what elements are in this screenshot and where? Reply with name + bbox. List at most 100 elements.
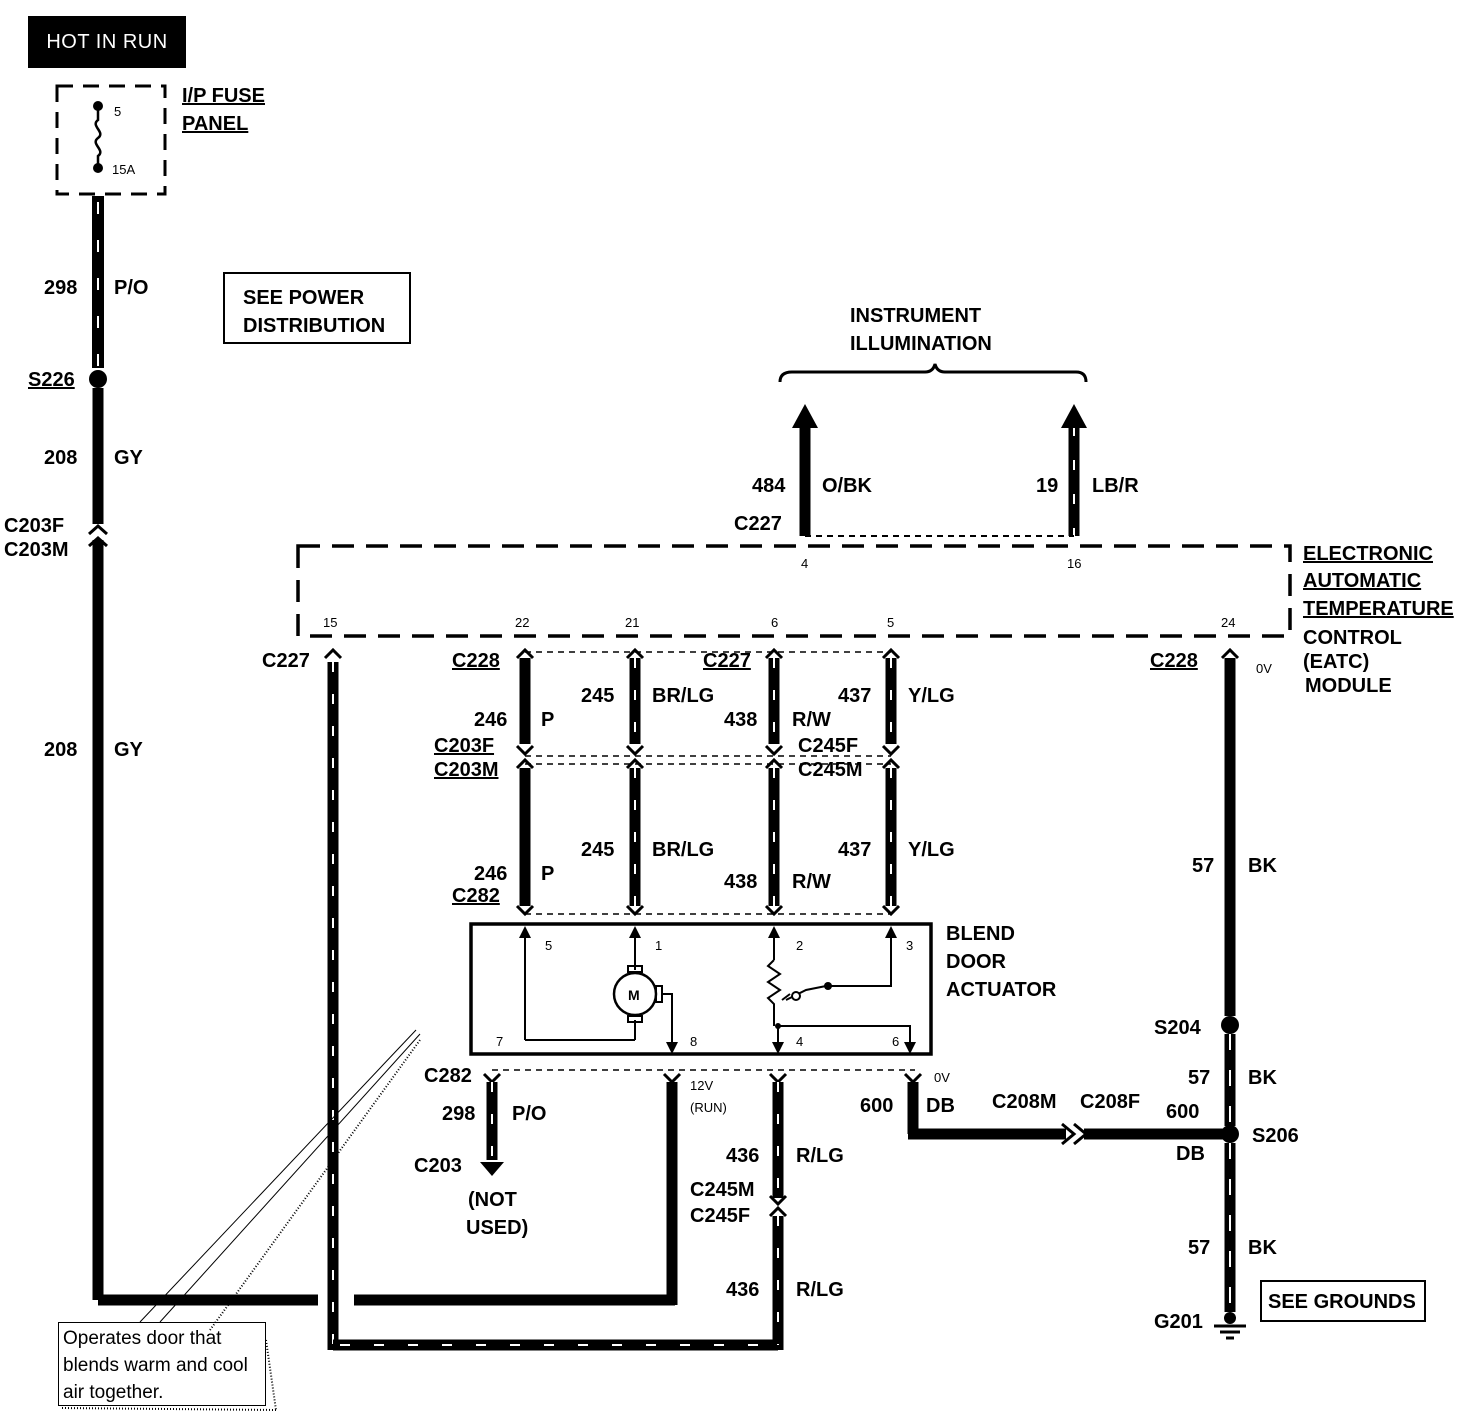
wire-436-num-upper: 436 — [726, 1145, 759, 1167]
wire-438-color-lower: R/W — [792, 871, 831, 893]
see-power-line1: SEE POWER — [243, 287, 365, 309]
splice-s204: S204 — [1154, 1017, 1202, 1039]
actuator-pin-4: 4 — [796, 1034, 803, 1049]
wire-57-num-mid: 57 — [1188, 1067, 1210, 1089]
actuator-label-2: DOOR — [946, 951, 1007, 973]
module-label-3: TEMPERATURE — [1303, 598, 1454, 620]
not-used-2: USED) — [466, 1217, 528, 1239]
see-power-distribution-note: SEE POWER DISTRIBUTION — [223, 272, 411, 344]
module-pin-16: 16 — [1067, 556, 1081, 571]
splice-s206: S206 — [1252, 1125, 1299, 1147]
splice-s226: S226 — [28, 369, 75, 391]
bottom-harness: C282 298 P/O C203 (NOT USED) 12V (RUN) 4… — [414, 1065, 1228, 1350]
zero-volt-bottom: 0V — [934, 1070, 950, 1085]
connector-c227-left: C227 — [262, 650, 310, 672]
wire-298-num-bottom: 298 — [442, 1103, 475, 1125]
wire-298-color: P/O — [114, 277, 148, 299]
connector-c208m: C208M — [992, 1091, 1056, 1113]
lower-harness: 246 P C282 245 BR/LG 438 R/W 437 Y/LG — [452, 768, 955, 917]
volt-run: (RUN) — [690, 1100, 727, 1115]
wire-245-num-upper: 245 — [581, 685, 614, 707]
fuse-panel-label-2: PANEL — [182, 113, 248, 135]
callout-note: Operates door that blends warm and cool … — [58, 1322, 266, 1406]
see-power-line2: DISTRIBUTION — [243, 315, 386, 337]
actuator-pin-5: 5 — [545, 938, 552, 953]
volt-12v: 12V — [690, 1078, 713, 1093]
connector-c203-bottom: C203 — [414, 1155, 462, 1177]
wire-298-num: 298 — [44, 277, 77, 299]
wire-437-num-lower: 437 — [838, 839, 871, 861]
wire-437-color-lower: Y/LG — [908, 839, 955, 861]
wire-c227-pin15 — [323, 647, 778, 1351]
wire-436-num-lower: 436 — [726, 1279, 759, 1301]
wire-19-num: 19 — [1036, 475, 1058, 497]
wire-208-num-lower: 208 — [44, 739, 77, 761]
wire-19-color: LB/R — [1092, 475, 1139, 497]
wire-245-num-lower: 245 — [581, 839, 614, 861]
wire-208-color: GY — [114, 447, 144, 469]
module-connector-labels: C227 C228 C227 C228 0V — [262, 650, 1272, 676]
connector-c245m-mid: C245M — [798, 759, 862, 781]
wire-246-num-upper: 246 — [474, 709, 507, 731]
see-grounds-note: SEE GROUNDS — [1260, 1280, 1426, 1322]
wire-484-color: O/BK — [822, 475, 873, 497]
actuator-label-3: ACTUATOR — [946, 979, 1057, 1001]
wire-245-color-lower: BR/LG — [652, 839, 714, 861]
wire-298-color-bottom: P/O — [512, 1103, 546, 1125]
wire-436-color-lower: R/LG — [796, 1279, 844, 1301]
motor-symbol: M — [628, 987, 640, 1003]
wire-57-color-bottom: BK — [1248, 1237, 1277, 1259]
zero-volt-top: 0V — [1256, 661, 1272, 676]
connector-c282-top: C282 — [452, 885, 500, 907]
wire-438-color-upper: R/W — [792, 709, 831, 731]
illum-label-1: INSTRUMENT — [850, 305, 981, 327]
wire-246-num-lower: 246 — [474, 863, 507, 885]
wire-57-num-bottom: 57 — [1188, 1237, 1210, 1259]
wire-57-color-top: BK — [1248, 855, 1277, 877]
connector-c227-illum: C227 — [734, 513, 782, 535]
actuator-pin-1: 1 — [655, 938, 662, 953]
wire-436-color-upper: R/LG — [796, 1145, 844, 1167]
connector-c203f-mid: C203F — [434, 735, 494, 757]
hot-in-run-label: HOT IN RUN — [28, 16, 186, 68]
wire-484-num: 484 — [752, 475, 786, 497]
connector-c203m-mid: C203M — [434, 759, 498, 781]
callout-leaders — [61, 1029, 421, 1411]
connector-c228-mid: C228 — [452, 650, 500, 672]
instrument-illumination: INSTRUMENT ILLUMINATION 484 O/BK C227 19… — [734, 305, 1139, 537]
actuator-pin-8: 8 — [690, 1034, 697, 1049]
wire-600-num-right: 600 — [1166, 1101, 1199, 1123]
connector-c208f: C208F — [1080, 1091, 1140, 1113]
wire-437-num-upper: 437 — [838, 685, 871, 707]
connector-c245f-bottom: C245F — [690, 1205, 750, 1227]
connector-c245m-bottom: C245M — [690, 1179, 754, 1201]
wire-438-num-lower: 438 — [724, 871, 757, 893]
module-pin-15: 15 — [323, 615, 337, 630]
module-pin-21: 21 — [625, 615, 639, 630]
wire-245-color-upper: BR/LG — [652, 685, 714, 707]
blend-door-actuator: M 5 1 2 3 7 8 4 6 BLEND DOOR ACTUATOR — [469, 922, 1057, 1056]
module-pin-6: 6 — [771, 615, 778, 630]
actuator-pin-3: 3 — [906, 938, 913, 953]
eatc-module: 4 16 15 22 21 6 5 24 ELECTRONIC AUTOMATI… — [296, 543, 1454, 697]
connector-c228-right: C228 — [1150, 650, 1198, 672]
connector-c282-bottom: C282 — [424, 1065, 472, 1087]
wire-600-color-right: DB — [1176, 1143, 1205, 1165]
module-pin-24: 24 — [1221, 615, 1235, 630]
module-label-5: (EATC) — [1303, 651, 1369, 673]
see-grounds-text: SEE GROUNDS — [1268, 1291, 1416, 1313]
module-pin-5: 5 — [887, 615, 894, 630]
connector-c203m-left: C203M — [4, 539, 68, 561]
wire-600-num: 600 — [860, 1095, 893, 1117]
wire-208-color-lower: GY — [114, 739, 144, 761]
right-ground-circuit: 57 BK S204 57 BK S206 57 BK G201 — [1154, 647, 1299, 1340]
wire-600-color: DB — [926, 1095, 955, 1117]
connector-c227-mid: C227 — [703, 650, 751, 672]
wire-246-color-upper: P — [541, 709, 554, 731]
wire-246-color-lower: P — [541, 863, 554, 885]
module-pin-4: 4 — [801, 556, 808, 571]
module-label-4: CONTROL — [1303, 627, 1402, 649]
not-used-1: (NOT — [468, 1189, 517, 1211]
module-label-2: AUTOMATIC — [1303, 570, 1421, 592]
